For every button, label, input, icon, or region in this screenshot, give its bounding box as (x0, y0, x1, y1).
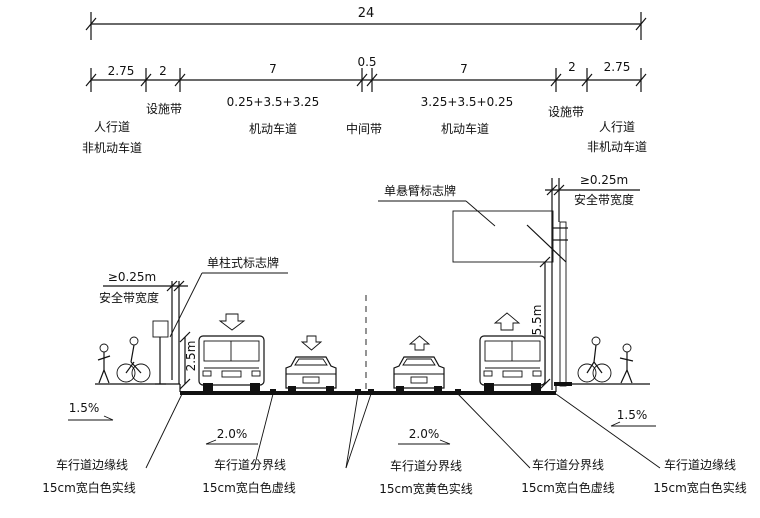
dim-sidewalk-right: 2.75 (604, 60, 631, 74)
marking-1-name: 车行道边缘线 (56, 457, 128, 472)
post-height: 2.5m (184, 341, 198, 372)
slopes: 1.5% 2.0% 2.0% 1.5% (68, 401, 656, 445)
post-sign-board (152, 320, 169, 338)
zone-sidewalk-right-2: 非机动车道 (587, 139, 647, 154)
marking-leaders (145, 393, 661, 469)
marking-3-spec: 15cm宽黄色实线 (379, 481, 473, 496)
total-dimension: 24 (85, 6, 647, 40)
segment-dimensions: 2.75 2 7 0.5 7 2 2.75 0.25+3.5+3.25 3.25… (85, 55, 647, 109)
down-arrow-icon (300, 335, 323, 351)
dim-sidewalk-left: 2.75 (108, 64, 135, 78)
pedestrian-right (619, 343, 634, 384)
car-right (393, 335, 445, 392)
zone-facility-left: 设施带 (146, 102, 182, 116)
marking-4-name: 车行道分界线 (532, 457, 604, 472)
cantilever-height: 5.5m (530, 305, 544, 336)
marking-3-name: 车行道分界线 (390, 458, 462, 473)
car-left (285, 335, 337, 392)
post-clearance-label: 安全带宽度 (99, 290, 159, 305)
cantilever-sign-label: 单悬臂标志牌 (384, 184, 456, 198)
marking-1-spec: 15cm宽白色实线 (42, 480, 136, 495)
zone-labels: 人行道 非机动车道 设施带 机动车道 中间带 机动车道 设施带 人行道 非机动车… (82, 102, 647, 155)
dim-left-lanes: 0.25+3.5+3.25 (227, 95, 320, 109)
cantilever-clearance: ≥0.25m (580, 173, 628, 187)
zone-sidewalk-left-2: 非机动车道 (82, 140, 142, 155)
marking-labels: 车行道边缘线 15cm宽白色实线 车行道分界线 15cm宽白色虚线 车行道分界线… (42, 457, 747, 496)
bus-left (198, 313, 265, 392)
marking-4-spec: 15cm宽白色虚线 (521, 480, 615, 495)
slope-road-right: 2.0% (409, 427, 440, 441)
slope-sidewalk-left: 1.5% (69, 401, 100, 415)
down-arrow-icon (218, 313, 246, 331)
up-arrow-icon (408, 335, 431, 351)
marking-5-spec: 15cm宽白色实线 (653, 480, 747, 495)
cyclist-right (577, 336, 612, 383)
bus-right (479, 312, 546, 392)
cyclist-left (116, 336, 151, 383)
zone-sidewalk-right-1: 人行道 (599, 120, 635, 134)
road-surface (95, 295, 650, 395)
post-sign: 单柱式标志牌 ≥0.25m 安全带宽度 2.5m (99, 255, 288, 390)
dim-right-lanes: 3.25+3.5+0.25 (421, 95, 514, 109)
cantilever-sign-board (452, 210, 554, 263)
pedestrian-left (97, 343, 111, 384)
total-width-label: 24 (358, 6, 375, 21)
marking-2-spec: 15cm宽白色虚线 (202, 480, 296, 495)
zone-sidewalk-left-1: 人行道 (94, 120, 130, 134)
cantilever-clearance-label: 安全带宽度 (574, 192, 634, 207)
post-clearance: ≥0.25m (108, 270, 156, 284)
slope-sidewalk-right: 1.5% (617, 408, 648, 422)
marking-5-name: 车行道边缘线 (664, 457, 736, 472)
post-sign-label: 单柱式标志牌 (207, 255, 279, 270)
dim-facility-left: 2 (159, 64, 167, 78)
zone-facility-right: 设施带 (548, 105, 584, 119)
dim-carriageway-right: 7 (460, 62, 468, 76)
up-arrow-icon (493, 312, 521, 331)
zone-median: 中间带 (346, 121, 382, 136)
dim-carriageway-left: 7 (269, 62, 277, 76)
zone-carriageway-right: 机动车道 (441, 121, 489, 136)
slope-road-left: 2.0% (217, 427, 248, 441)
dim-facility-right: 2 (568, 60, 576, 74)
marking-2-name: 车行道分界线 (214, 457, 286, 472)
dim-median: 0.5 (357, 55, 376, 69)
zone-carriageway-left: 机动车道 (249, 121, 297, 136)
